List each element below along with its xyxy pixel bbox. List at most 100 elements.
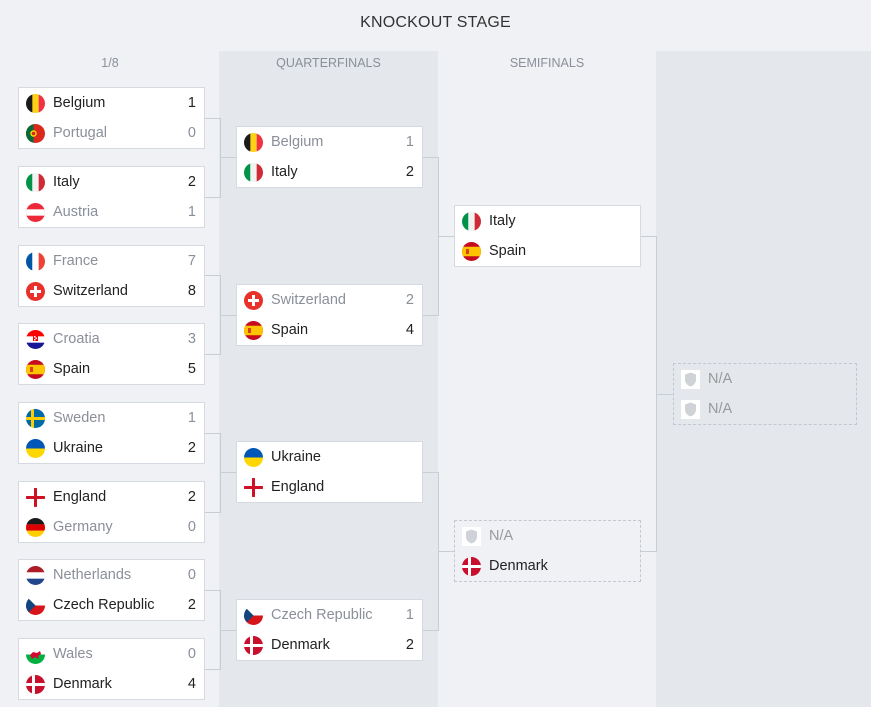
team-row[interactable]: N/A — [674, 394, 856, 424]
team-name: Sweden — [53, 410, 106, 426]
denmark-flag-icon — [462, 556, 481, 576]
team-row[interactable]: Ukraine — [237, 442, 422, 472]
spain-flag-icon — [462, 241, 481, 261]
switzerland-flag-icon — [244, 290, 263, 310]
match-final[interactable]: N/A N/A — [673, 363, 857, 425]
team-score: 1 — [187, 204, 196, 220]
match-sf-1[interactable]: Italy Spain — [454, 205, 641, 267]
team-score: 2 — [187, 489, 196, 505]
team-name: Belgium — [53, 95, 106, 111]
match-sf-2[interactable]: N/A Denmark — [454, 520, 641, 582]
team-score: 2 — [405, 637, 414, 653]
team-name: Switzerland — [53, 283, 128, 299]
team-score: 1 — [405, 134, 414, 150]
team-row[interactable]: Ukraine 2 — [19, 433, 204, 463]
germany-flag-icon — [26, 517, 45, 537]
team-row[interactable]: Croatia 3 — [19, 324, 204, 354]
team-row[interactable]: N/A — [674, 364, 856, 394]
team-row[interactable]: N/A — [455, 521, 640, 551]
team-score: 1 — [405, 607, 414, 623]
team-row[interactable]: Spain 5 — [19, 354, 204, 384]
france-flag-icon — [26, 251, 45, 271]
denmark-flag-icon — [244, 635, 263, 655]
team-row[interactable]: Italy — [455, 206, 640, 236]
team-name: N/A — [489, 528, 514, 544]
team-name: Denmark — [489, 558, 548, 574]
team-name: Czech Republic — [271, 607, 373, 623]
column-header-semifinals: SEMIFINALS — [509, 56, 585, 70]
team-row[interactable]: Czech Republic 2 — [19, 590, 204, 620]
team-row[interactable]: Switzerland 8 — [19, 276, 204, 306]
team-row[interactable]: Spain — [455, 236, 640, 266]
team-row[interactable]: Portugal 0 — [19, 118, 204, 148]
team-row[interactable]: England — [237, 472, 422, 502]
czech-flag-icon — [26, 595, 45, 615]
match-qf-3[interactable]: Ukraine England — [236, 441, 423, 503]
belgium-flag-icon — [26, 93, 45, 113]
shield-icon — [681, 369, 700, 389]
column-semifinals: SEMIFINALS — [438, 51, 656, 707]
team-name: Ukraine — [53, 440, 103, 456]
team-name: Czech Republic — [53, 597, 155, 613]
spain-flag-icon — [26, 359, 45, 379]
team-score: 0 — [187, 125, 196, 141]
team-name: France — [53, 253, 99, 269]
team-name: Germany — [53, 519, 113, 535]
team-row[interactable]: France 7 — [19, 246, 204, 276]
match-r16-4[interactable]: Croatia 3 Spain 5 — [18, 323, 205, 385]
team-score: 5 — [187, 361, 196, 377]
team-name: Wales — [53, 646, 93, 662]
denmark-flag-icon — [26, 674, 45, 694]
italy-flag-icon — [26, 172, 45, 192]
italy-flag-icon — [462, 211, 481, 231]
sweden-flag-icon — [26, 408, 45, 428]
team-score: 2 — [187, 174, 196, 190]
team-score: 7 — [187, 253, 196, 269]
england-flag-icon — [26, 487, 45, 507]
team-name: Croatia — [53, 331, 100, 347]
team-score: 2 — [187, 440, 196, 456]
team-name: Spain — [271, 322, 309, 338]
team-score: 1 — [187, 95, 196, 111]
czech-flag-icon — [244, 605, 263, 625]
team-score: 2 — [405, 292, 414, 308]
belgium-flag-icon — [244, 132, 263, 152]
team-score: 3 — [187, 331, 196, 347]
ukraine-flag-icon — [244, 447, 263, 467]
team-row[interactable]: Czech Republic 1 — [237, 600, 422, 630]
team-row[interactable]: Belgium 1 — [19, 88, 204, 118]
team-row[interactable]: Denmark — [455, 551, 640, 581]
team-row[interactable]: Spain 4 — [237, 315, 422, 345]
shield-icon — [462, 526, 481, 546]
team-score: 8 — [187, 283, 196, 299]
page-title: KNOCKOUT STAGE — [0, 0, 871, 46]
match-r16-3[interactable]: France 7 Switzerland 8 — [18, 245, 205, 307]
team-name: Portugal — [53, 125, 108, 141]
team-score: 2 — [187, 597, 196, 613]
team-name: Spain — [53, 361, 91, 377]
team-score: 4 — [405, 322, 414, 338]
match-r16-1[interactable]: Belgium 1 Portugal 0 — [18, 87, 205, 149]
team-name: N/A — [708, 371, 733, 387]
